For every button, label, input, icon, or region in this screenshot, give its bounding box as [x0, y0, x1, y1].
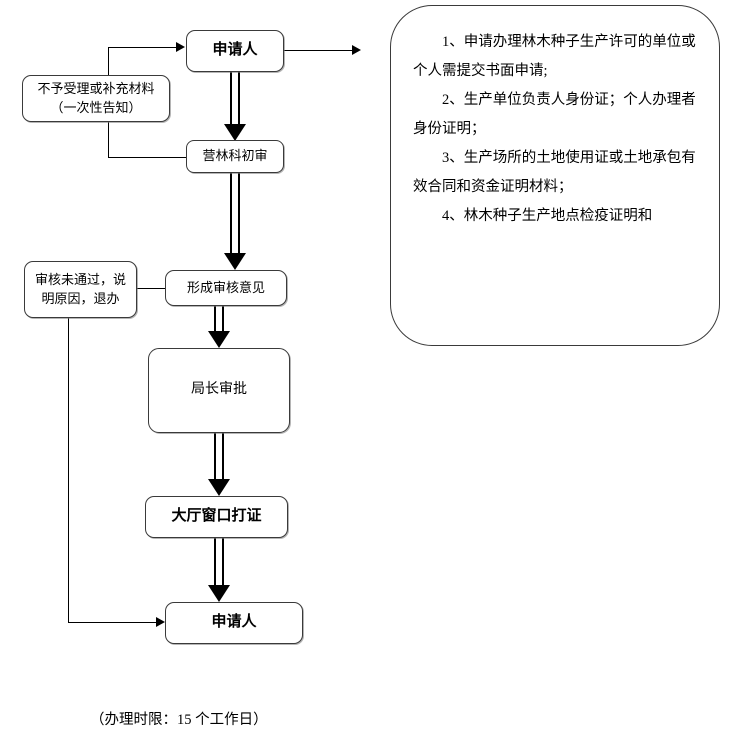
required-material-item-2: 2、生产单位负责人身份证；个人办理者身份证明； — [413, 92, 696, 137]
node-forestry-department-first-review[interactable]: 营林科初审 — [186, 140, 284, 173]
node-applicant-bottom[interactable]: 申请人 — [165, 602, 303, 644]
node-director-approval[interactable]: 局长审批 — [148, 348, 290, 433]
required-materials-panel: 1、申请办理林木种子生产许可的单位或个人需提交书面申请; 2、生产单位负责人身份… — [390, 5, 720, 346]
arrowhead-into-info-panel — [352, 45, 361, 55]
node-review-failed-explain-return[interactable]: 审核未通过，说 明原因，退办 — [24, 261, 137, 318]
node-review-failed-label-line2: 明原因，退办 — [41, 290, 120, 306]
connector-review-to-applicant-horizontal-lower — [108, 157, 187, 158]
required-material-item-3: 3、生产场所的土地使用证或土地承包有效合同和资金证明材料； — [413, 150, 696, 195]
flow-arrow-forestry-review-to-opinion — [224, 173, 246, 271]
node-review-failed-label-line1: 审核未通过，说 — [34, 271, 126, 287]
connector-opinion-to-review-failed — [137, 288, 166, 289]
node-hall-window-print-certificate[interactable]: 大厅窗口打证 — [145, 496, 288, 538]
connector-review-to-applicant-horizontal-upper — [108, 47, 176, 48]
arrowhead-into-applicant-top — [176, 42, 185, 52]
node-director-approval-label: 局长审批 — [191, 382, 247, 398]
arrowhead-into-applicant-bottom — [156, 617, 165, 627]
flow-arrow-director-approval-to-hall-window — [208, 433, 230, 497]
flow-arrow-opinion-to-director-approval — [208, 306, 230, 349]
node-applicant-bottom-label: 申请人 — [211, 614, 257, 631]
node-forestry-department-first-review-label: 营林科初审 — [202, 148, 268, 164]
connector-applicant-to-info-panel — [284, 50, 352, 51]
node-hall-window-print-certificate-label: 大厅窗口打证 — [171, 508, 262, 525]
flow-arrow-hall-window-to-applicant-bottom — [208, 538, 230, 603]
node-applicant-top[interactable]: 申请人 — [186, 30, 284, 72]
connector-review-failed-vertical — [68, 318, 69, 623]
node-reject-or-supplement[interactable]: 不予受理或补充材料 （一次性告知） — [22, 75, 170, 122]
connector-review-failed-to-applicant-bottom — [68, 622, 156, 623]
processing-time-caption: （办理时限：15 个工作日） — [90, 712, 268, 728]
required-material-item-4: 4、林木种子生产地点检疫证明和 — [442, 208, 653, 224]
node-reject-or-supplement-label-line2: （一次性告知） — [50, 99, 142, 115]
node-reject-or-supplement-label-line1: 不予受理或补充材料 — [37, 80, 155, 96]
flow-arrow-applicant-to-forestry-review — [224, 72, 246, 141]
node-form-review-opinion[interactable]: 形成审核意见 — [165, 270, 287, 306]
required-material-item-1: 1、申请办理林木种子生产许可的单位或个人需提交书面申请; — [413, 34, 696, 79]
node-applicant-top-label: 申请人 — [212, 42, 258, 59]
node-form-review-opinion-label: 形成审核意见 — [186, 279, 265, 295]
